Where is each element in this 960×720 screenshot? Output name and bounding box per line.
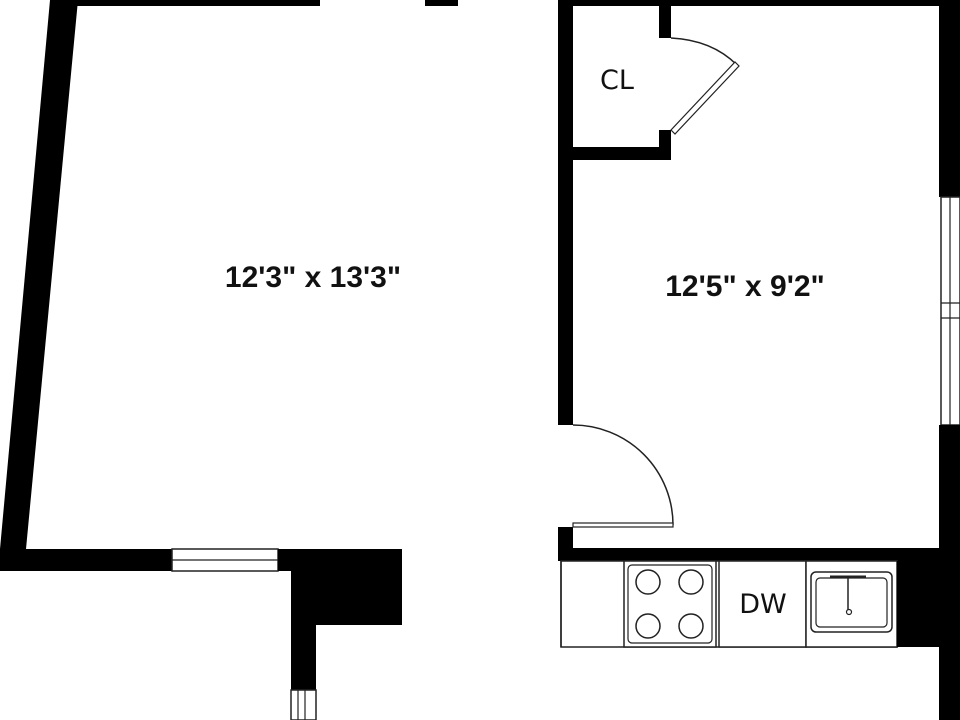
right-room-dimensions: 12'5" x 9'2": [665, 270, 825, 303]
stove-burner: [635, 613, 661, 639]
kitchen-east-wall: [897, 561, 960, 647]
closet-side-wall-upper: [659, 6, 671, 38]
right-room-west-wall-upper: [558, 0, 573, 425]
left-room-dimensions: 12'3" x 13'3": [225, 261, 401, 294]
stove-burner: [678, 569, 704, 595]
sink: [805, 560, 898, 648]
left-room-west-wall: [0, 0, 78, 549]
left-room: 12'3" x 13'3": [0, 0, 458, 720]
entry-door: [572, 424, 674, 528]
right-room-south-wall: [558, 548, 960, 561]
right-room-east-window: [940, 196, 960, 426]
right-room-east-wall-lower: [939, 425, 960, 550]
closet: CL: [573, 6, 740, 160]
closet-label: CL: [600, 65, 634, 96]
left-room-top-wall-stub: [425, 0, 458, 6]
left-room-south-window: [171, 548, 279, 572]
lower-window: [290, 689, 317, 720]
dishwasher-label: DW: [739, 589, 787, 620]
left-room-south-wall-east: [278, 549, 402, 571]
kitchen-counter: DW: [560, 560, 960, 720]
left-room-south-wall: [0, 549, 172, 571]
stove-burner: [678, 613, 704, 639]
closet-door: [670, 37, 740, 135]
stove: [623, 560, 717, 648]
kitchen-east-wall-lower: [939, 647, 960, 720]
stove-burner: [635, 569, 661, 595]
left-room-top-wall: [50, 0, 320, 6]
closet-bottom-wall: [573, 147, 671, 160]
dishwasher: DW: [718, 560, 807, 648]
right-room-north-wall: [558, 0, 960, 6]
drain-icon: [845, 608, 853, 616]
right-room: 12'5" x 9'2": [558, 0, 960, 561]
right-room-east-wall-upper: [939, 0, 960, 197]
wall-chase: [291, 571, 402, 690]
